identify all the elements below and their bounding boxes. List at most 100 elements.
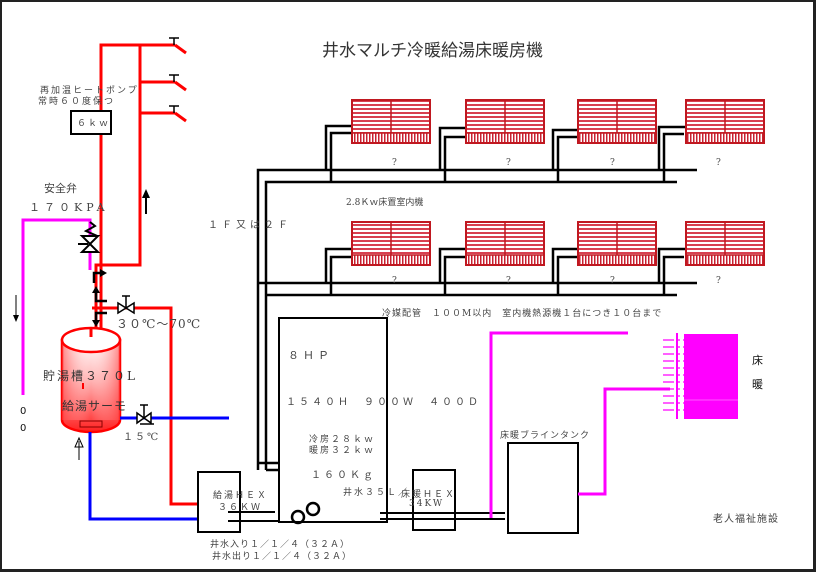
indoor-unit-icon bbox=[577, 221, 657, 266]
indoor-unit-icon bbox=[351, 99, 431, 144]
faucet-icon bbox=[169, 37, 179, 113]
drain-label: 0 bbox=[20, 406, 28, 417]
reheat-heat-pump-capacity: ６ｋｗ bbox=[77, 119, 111, 129]
flow-arrow-up-small-icon bbox=[94, 291, 107, 303]
manifold-valve bbox=[674, 373, 677, 376]
brine-tank bbox=[507, 442, 579, 534]
well-water-outlet-spec: 井水出り１／１／４（３２Ａ） bbox=[212, 552, 353, 562]
storage-tank bbox=[60, 326, 122, 434]
manifold-valve bbox=[674, 394, 677, 397]
manifold-valve bbox=[680, 408, 683, 411]
manifold-valve bbox=[674, 338, 677, 341]
heat-source-model: ８ＨＰ bbox=[288, 349, 333, 362]
heat-source-cooling: 冷房２８ｋｗ bbox=[309, 435, 376, 445]
floor-heating-piping bbox=[489, 331, 670, 518]
thermostat-label: 給湯サーモ bbox=[62, 399, 128, 413]
heat-source-dimensions: １５４０Ｈ ９００Ｗ ４００Ｄ bbox=[286, 397, 481, 408]
hex-connection-piping bbox=[380, 512, 505, 520]
hot-water-hex bbox=[197, 471, 241, 533]
manifold-valve bbox=[674, 359, 677, 362]
manifold-valve bbox=[674, 387, 677, 390]
indoor-unit-mark: ? bbox=[506, 158, 513, 168]
manifold-valve bbox=[674, 380, 677, 383]
heat-source-unit bbox=[278, 317, 388, 523]
flow-arrow-head bbox=[92, 286, 100, 293]
well-water-inlet-spec: 井水入り１／１／４（３２Ａ） bbox=[210, 540, 351, 550]
floor-level-label: １Ｆ又は２Ｆ bbox=[208, 220, 292, 231]
inlet-temperature: １５℃ bbox=[123, 432, 161, 443]
facility-label: 老人福祉施設 bbox=[713, 514, 779, 525]
indoor-unit-mark: ? bbox=[610, 158, 617, 168]
manifold-valve bbox=[674, 366, 677, 369]
well-water-flow: 井水３５Ｌ／ bbox=[343, 488, 410, 498]
manifold-valve bbox=[680, 401, 683, 404]
manifold-valve bbox=[680, 380, 683, 383]
safety-valve-icon bbox=[78, 221, 101, 253]
indoor-unit-icon bbox=[351, 221, 431, 266]
flow-arrow-up-icon bbox=[74, 436, 84, 460]
indoor-unit-mark: ? bbox=[392, 158, 399, 168]
manifold-valve bbox=[680, 366, 683, 369]
manifold-valve bbox=[680, 373, 683, 376]
safety-valve-pressure: １７０KPA bbox=[29, 201, 109, 214]
indoor-units-row-1 bbox=[351, 99, 765, 144]
indoor-units-row-2 bbox=[351, 221, 765, 266]
manifold-valve bbox=[680, 338, 683, 341]
indoor-unit-mark: ? bbox=[392, 276, 399, 286]
flow-arrow-head bbox=[92, 320, 100, 327]
floor-heating-panel bbox=[684, 334, 738, 419]
flow-arrow-turn-icon bbox=[92, 271, 101, 283]
indoor-unit-icon bbox=[465, 99, 545, 144]
brine-tank-label: 床暖ブラインタンク bbox=[500, 431, 591, 441]
flow-arrow-head bbox=[100, 269, 107, 277]
drain-label: 0 bbox=[20, 423, 28, 434]
refrigerant-note: 冷媒配管 １００M以内 室内機熱源機１台につき１０台まで bbox=[382, 309, 663, 319]
indoor-unit-icon bbox=[577, 99, 657, 144]
refrigerant-piping bbox=[256, 124, 697, 472]
floor-heating-label: 床 bbox=[752, 354, 764, 367]
manifold-valve bbox=[680, 345, 683, 348]
mixing-valve-icon bbox=[117, 295, 135, 315]
manifold-valve bbox=[674, 401, 677, 404]
manifold-valve bbox=[680, 387, 683, 390]
hex-connection-piping bbox=[228, 511, 279, 522]
manifold-valve bbox=[680, 394, 683, 397]
hot-water-hex-capacity: ３６ＫＷ bbox=[218, 503, 263, 513]
floor-heating-manifold bbox=[663, 333, 684, 419]
heat-source-heating: 暖房３２ｋｗ bbox=[309, 446, 376, 456]
indoor-unit-mark: ? bbox=[716, 276, 723, 286]
well-water-port-icon bbox=[290, 509, 306, 525]
indoor-unit-mark: ? bbox=[610, 276, 617, 286]
manifold-valve bbox=[680, 359, 683, 362]
flow-arrow-down-icon bbox=[13, 295, 19, 322]
reheat-heat-pump-box bbox=[70, 110, 112, 135]
hot-water-hex-label: 給湯ＨＥＸ bbox=[213, 491, 269, 501]
manifold-valve bbox=[674, 345, 677, 348]
heat-source-weight: １６０Ｋｇ bbox=[311, 470, 376, 481]
inlet-valve-icon bbox=[136, 404, 154, 425]
diagram-title: 井水マルチ冷暖給湯床暖房機 bbox=[322, 41, 543, 61]
indoor-unit-icon bbox=[685, 221, 765, 266]
floor-heating-hex-label: 床暖ＨＥＸ bbox=[401, 490, 457, 500]
indoor-unit-mark: ? bbox=[716, 158, 723, 168]
safety-valve-label: 安全弁 bbox=[44, 182, 77, 195]
floor-heating-label: 暖 bbox=[752, 378, 764, 391]
indoor-unit-label: 2.8Ｋｗ床置室内機 bbox=[346, 198, 424, 208]
well-water-port-icon bbox=[305, 501, 321, 517]
manifold-valve bbox=[674, 408, 677, 411]
mixing-valve-temperature: ３０℃～70℃ bbox=[116, 317, 202, 331]
manifold-valve bbox=[680, 352, 683, 355]
indoor-unit-icon bbox=[465, 221, 545, 266]
thermostat-sensor bbox=[79, 420, 103, 428]
reheat-heat-pump-note: 常時６０度保つ bbox=[38, 97, 116, 107]
storage-tank-label: 貯湯槽３７０L bbox=[43, 369, 137, 383]
floor-heating-hex-capacity: 34KW bbox=[409, 499, 445, 509]
flow-arrow-up-icon bbox=[142, 189, 150, 214]
indoor-unit-mark: ? bbox=[506, 276, 513, 286]
manifold-valve bbox=[674, 352, 677, 355]
flow-arrow-down-small-icon bbox=[94, 311, 107, 322]
reheat-heat-pump-label: 再加温ヒートポンプ bbox=[40, 86, 139, 96]
floor-heating-hex bbox=[412, 469, 456, 531]
